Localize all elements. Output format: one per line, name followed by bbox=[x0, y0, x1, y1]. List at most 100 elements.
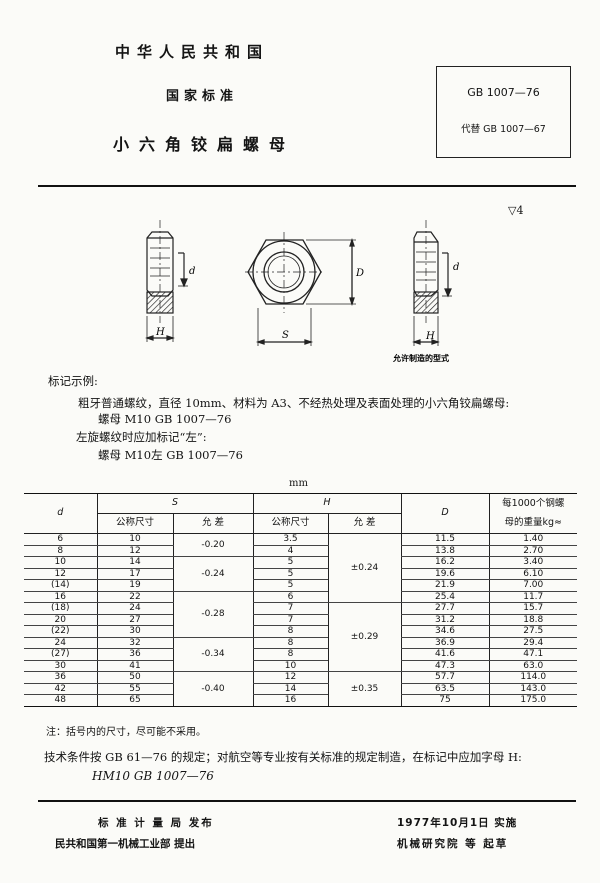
table-row: 8 12 4 13.8 2.70 bbox=[24, 545, 577, 557]
s-tolerance: -0.28 bbox=[172, 591, 253, 638]
table-cell: 16 bbox=[252, 694, 328, 707]
s-tolerance: -0.20 bbox=[172, 533, 253, 557]
table-cell: 114.0 bbox=[488, 671, 577, 684]
table-cell: 63.0 bbox=[488, 660, 577, 672]
col-header-s: S bbox=[96, 493, 253, 514]
table-cell: 31.2 bbox=[400, 614, 489, 626]
technical-conditions: 技术条件按 GB 61—76 的规定；对航空等专业按有关标准的规定制造，在标记中… bbox=[44, 750, 522, 764]
table-cell: 5 bbox=[252, 568, 328, 580]
table-row: (22) 30 8 34.6 27.5 bbox=[24, 625, 577, 638]
table-cell: 10 bbox=[24, 556, 97, 569]
header-divider bbox=[38, 185, 576, 187]
table-cell: 21.9 bbox=[400, 579, 489, 592]
table-cell: 11.5 bbox=[400, 533, 489, 546]
table-cell: 11.7 bbox=[488, 591, 577, 603]
table-cell: 8 bbox=[252, 625, 328, 638]
issuing-authority: 标 准 计 量 局 发布 bbox=[98, 817, 214, 829]
table-cell: 5 bbox=[252, 556, 328, 569]
unit-label: mm bbox=[289, 478, 308, 489]
table-cell: 48 bbox=[24, 694, 97, 707]
table-cell: 22 bbox=[96, 591, 173, 603]
table-cell: 42 bbox=[24, 683, 97, 695]
table-cell: 12 bbox=[24, 568, 97, 580]
marking-example-2: 螺母 M10左 GB 1007—76 bbox=[98, 448, 243, 462]
label-d-left: d bbox=[189, 266, 195, 277]
table-row: (18) 24 7 ±0.29 27.7 15.7 bbox=[24, 602, 577, 672]
country-name: 中华人民共和国 bbox=[115, 43, 270, 61]
table-cell: 4 bbox=[252, 545, 328, 557]
table-cell: 29.4 bbox=[488, 637, 577, 649]
table-cell: 30 bbox=[24, 660, 97, 672]
standard-type: 国家标准 bbox=[166, 89, 239, 104]
table-cell: 10 bbox=[252, 660, 328, 672]
col-header-h-nominal: 公称尺寸 bbox=[252, 513, 328, 534]
table-cell: 27.5 bbox=[488, 625, 577, 638]
s-tolerance: -0.24 bbox=[172, 556, 253, 592]
table-cell: 32 bbox=[96, 637, 173, 649]
table-cell: 47.1 bbox=[488, 648, 577, 661]
h-tolerance: ±0.24 bbox=[327, 533, 401, 603]
table-row: 48 65 16 75 175.0 bbox=[24, 694, 577, 707]
table-cell: 10 bbox=[96, 533, 173, 546]
col-header-h-tolerance: 允 差 bbox=[327, 513, 401, 534]
marking-example-title: 标记示例: bbox=[48, 374, 98, 388]
implementation-date: 1977年10月1日 实施 bbox=[397, 817, 518, 829]
table-cell: 6 bbox=[252, 591, 328, 603]
table-cell: 18.8 bbox=[488, 614, 577, 626]
table-cell: (18) bbox=[24, 602, 97, 615]
table-row: 6 10 -0.20 3.5 ±0.24 11.5 1.40 bbox=[24, 533, 577, 603]
table-row: 24 32 -0.34 8 36.9 29.4 bbox=[24, 637, 577, 672]
table-row: 12 17 5 19.6 6.10 bbox=[24, 568, 577, 580]
col-header-d: d bbox=[24, 493, 97, 534]
permitted-form-caption: 允许制造的型式 bbox=[392, 353, 449, 363]
table-cell: 143.0 bbox=[488, 683, 577, 695]
table-cell: 41 bbox=[96, 660, 173, 672]
table-cell: 7 bbox=[252, 602, 328, 615]
table-cell: 55 bbox=[96, 683, 173, 695]
table-cell: 34.6 bbox=[400, 625, 489, 638]
dimension-table: d S H D 每1000个钢螺 母的重量kg≈ 公称尺寸 允 差 公称尺寸 允… bbox=[24, 493, 577, 707]
marking-example-1: 螺母 M10 GB 1007—76 bbox=[98, 412, 232, 426]
table-cell: 57.7 bbox=[400, 671, 489, 684]
standard-code: GB 1007—76 bbox=[467, 86, 540, 99]
table-cell: 6.10 bbox=[488, 568, 577, 580]
table-cell: 19 bbox=[96, 579, 173, 592]
document-title: 小六角铰扁螺母 bbox=[113, 135, 296, 154]
table-cell: 13.8 bbox=[400, 545, 489, 557]
col-header-D: D bbox=[400, 493, 489, 534]
table-cell: 15.7 bbox=[488, 602, 577, 615]
table-row: (14) 19 5 21.9 7.00 bbox=[24, 579, 577, 592]
table-cell: 30 bbox=[96, 625, 173, 638]
table-row: (27) 36 8 41.6 47.1 bbox=[24, 648, 577, 661]
table-cell: 20 bbox=[24, 614, 97, 626]
label-D: D bbox=[355, 268, 364, 279]
table-cell: 16 bbox=[24, 591, 97, 603]
front-view-hexagon bbox=[245, 232, 356, 346]
aviation-marking-example: HM10 GB 1007—76 bbox=[92, 769, 214, 783]
table-cell: 6 bbox=[24, 533, 97, 546]
table-cell: 12 bbox=[96, 545, 173, 557]
table-cell: 36.9 bbox=[400, 637, 489, 649]
label-h-right: H bbox=[425, 331, 435, 342]
table-row: 10 14 -0.24 5 16.2 3.40 bbox=[24, 556, 577, 592]
table-cell: (14) bbox=[24, 579, 97, 592]
table-cell: 65 bbox=[96, 694, 173, 707]
table-cell: 12 bbox=[252, 671, 328, 684]
table-cell: 24 bbox=[96, 602, 173, 615]
table-cell: 5 bbox=[252, 579, 328, 592]
table-cell: 175.0 bbox=[488, 694, 577, 707]
col-header-s-nominal: 公称尺寸 bbox=[96, 513, 173, 534]
table-cell: (22) bbox=[24, 625, 97, 638]
h-tolerance: ±0.35 bbox=[327, 671, 401, 707]
table-row: 16 22 -0.28 6 25.4 11.7 bbox=[24, 591, 577, 638]
side-view-right bbox=[412, 220, 452, 346]
table-cell: 50 bbox=[96, 671, 173, 684]
table-cell: 47.3 bbox=[400, 660, 489, 672]
table-row: 36 50 -0.40 12 ±0.35 57.7 114.0 bbox=[24, 671, 577, 707]
col-header-weight: 每1000个钢螺 母的重量kg≈ bbox=[488, 493, 577, 534]
table-cell: 41.6 bbox=[400, 648, 489, 661]
table-cell: 8 bbox=[24, 545, 97, 557]
table-cell: 27.7 bbox=[400, 602, 489, 615]
marking-description: 粗牙普通螺纹，直径 10mm、材料为 A3、不经热处理及表面处理的小六角铰扁螺母… bbox=[78, 396, 510, 410]
side-view-left bbox=[145, 220, 188, 342]
